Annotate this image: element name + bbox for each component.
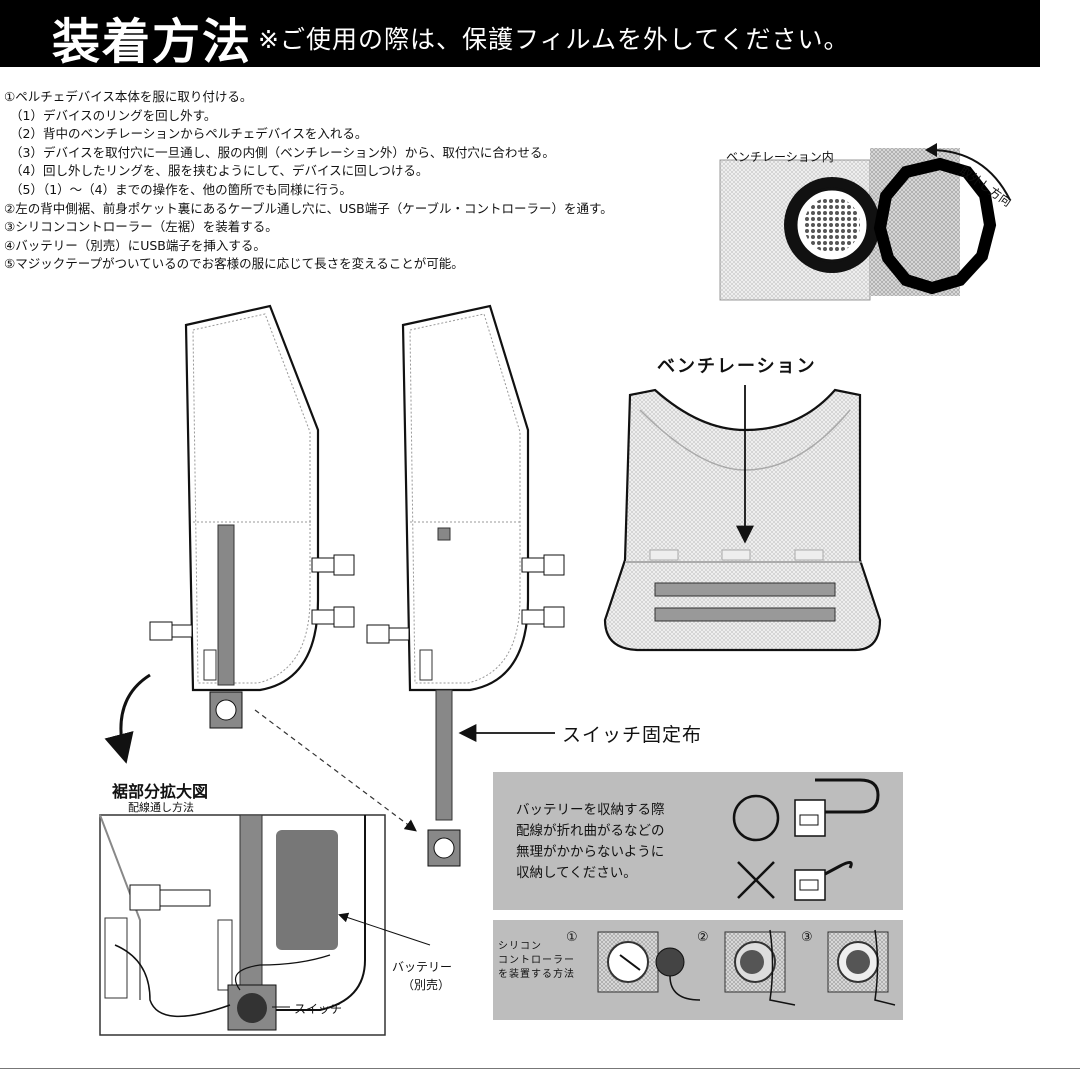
protective-film-notice: ※ご使用の際は、保護フィルムを外してください。 <box>258 25 850 54</box>
instruction-step-2: ②左の背中側裾、前身ポケット裏にあるケーブル通し穴に、USB端子（ケーブル・コン… <box>4 200 613 216</box>
device-diagram <box>719 143 1011 301</box>
enlarged-view-subtitle: 配線通し方法 <box>128 801 194 814</box>
controller-step-number-3: ③ <box>801 930 813 945</box>
storage-note-line: 無理がかからないように <box>516 844 665 860</box>
side-buckle-upper <box>311 557 335 573</box>
instruction-list: ①ペルチェデバイス本体を服に取り付ける。 （1）デバイスのリングを回し外す。 （… <box>4 88 613 274</box>
page-title: 装着方法 <box>52 14 253 70</box>
switch-cloth-label: スイッチ固定布 <box>562 724 703 746</box>
header-banner: 装着方法 ※ご使用の際は、保護フィルムを外してください。 <box>0 0 1040 70</box>
controller-step-number-1: ① <box>566 930 578 945</box>
back-strap-lower <box>654 607 836 622</box>
vest-front-left <box>149 304 355 729</box>
controller-caption-line: シリコン <box>498 941 542 952</box>
battery-label: バッテリー <box>392 960 453 974</box>
storage-note-panel <box>493 772 903 910</box>
instruction-substep-2: （2）背中のベンチレーションからペルチェデバイスを入れる。 <box>10 126 368 142</box>
front-buckle <box>149 621 173 641</box>
switch-label: スイッチ <box>294 1002 343 1016</box>
storage-icons <box>732 778 880 901</box>
instruction-substep-3: （3）デバイスを取付穴に一旦通し、服の内側（ベンチレーション外）から、取付穴に合… <box>10 144 555 160</box>
battery-note: （別売） <box>402 978 451 992</box>
storage-note-line: バッテリーを収納する際 <box>516 802 665 818</box>
enlarged-strap <box>239 814 263 1006</box>
instruction-step-1: ①ペルチェデバイス本体を服に取り付ける。 <box>4 89 253 104</box>
instruction-step-4: ④バッテリー（別売）にUSB端子を挿入する。 <box>4 237 266 253</box>
switch-move-arrow <box>254 709 417 832</box>
back-strap-upper <box>654 582 836 597</box>
controller-caption: シリコン コントローラー を装置する方法 <box>498 940 575 982</box>
cable-route <box>114 944 231 1017</box>
ventilation-label: ベンチレーション <box>657 356 817 377</box>
removal-direction-arrow <box>929 149 1011 201</box>
instruction-substep-1: （1）デバイスのリングを回し外す。 <box>10 107 217 123</box>
cable-strap <box>217 524 235 686</box>
pocket-slot <box>203 649 217 681</box>
removal-ring <box>873 157 997 295</box>
enlarged-view-title: 裾部分拡大図 <box>112 782 209 801</box>
storage-note-line: 収納してください。 <box>516 865 637 881</box>
ventilation-inside-label: ベンチレーション内 <box>726 150 834 164</box>
instruction-step-5: ⑤マジックテープがついているのでお客様の服に応じて長さを変えることが可能。 <box>4 256 464 272</box>
removal-direction-arrowhead <box>925 143 937 157</box>
vest-front-right <box>366 304 565 867</box>
instruction-step-3: ③シリコンコントローラー（左裾）を装着する。 <box>4 219 278 235</box>
ok-circle-icon <box>732 794 780 842</box>
controller-step-number-2: ② <box>697 930 709 945</box>
enlarge-arrow <box>104 673 151 764</box>
instruction-substep-5: （5）（1）～（4）までの操作を、他の箇所でも同様に行う。 <box>10 181 352 197</box>
enlarged-view <box>99 814 431 1036</box>
controller-caption-line: コントローラー <box>498 955 575 966</box>
device-grille <box>804 197 860 253</box>
storage-note-line: 配線が折れ曲がるなどの <box>516 823 665 839</box>
controller-step-images <box>597 929 896 1006</box>
side-buckle-lower <box>311 609 335 625</box>
ng-cross-icon <box>737 861 775 899</box>
bottom-divider <box>0 1068 1080 1069</box>
battery-pocket <box>276 830 338 950</box>
storage-note-text: バッテリーを収納する際 配線が折れ曲がるなどの 無理がかからないように 収納して… <box>516 800 665 884</box>
switch-cloth <box>435 689 453 821</box>
vest-back <box>603 385 882 652</box>
controller-caption-line: を装置する方法 <box>498 969 575 980</box>
instruction-substep-4: （4）回し外したリングを、服を挟むようにして、デバイスに回しつける。 <box>10 163 429 179</box>
